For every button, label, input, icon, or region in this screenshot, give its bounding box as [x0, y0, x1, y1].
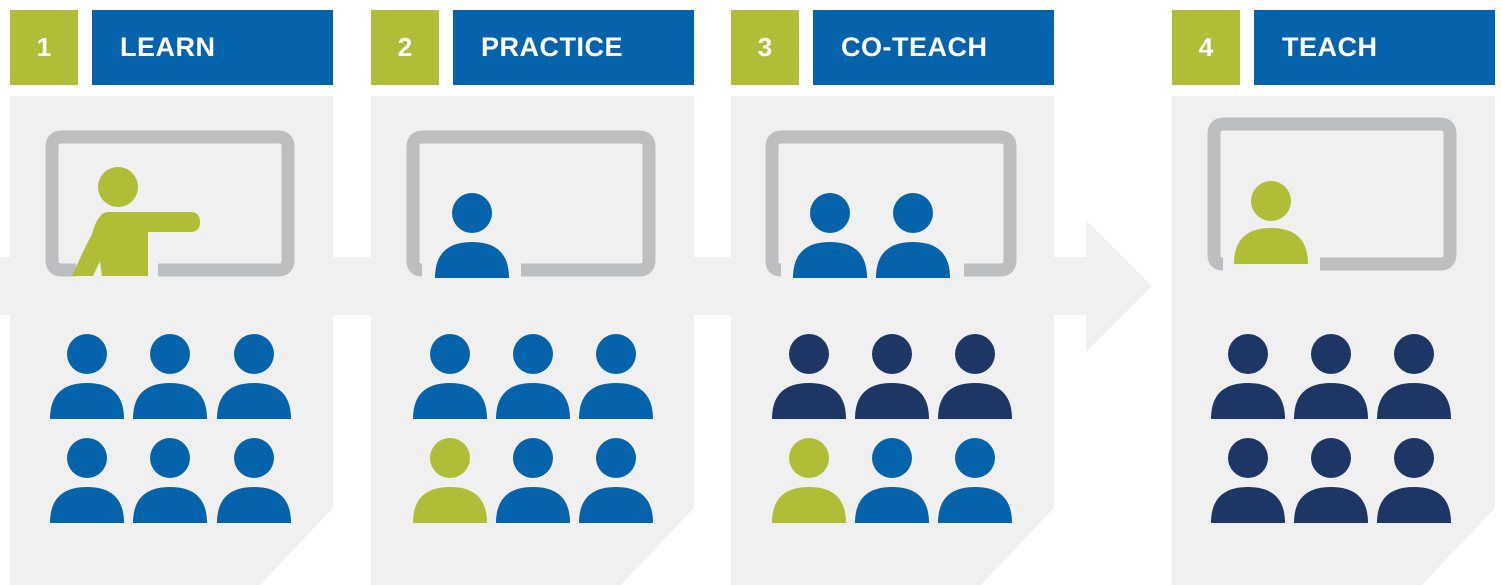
board-learn: [45, 130, 295, 277]
student-presenter-icon: [435, 193, 509, 278]
students-learn: [50, 334, 291, 523]
students-co-teach: [772, 334, 1012, 523]
step-3-number: 3: [731, 10, 799, 85]
step-3-label: CO-TEACH: [813, 10, 1054, 85]
students-teach: [1211, 334, 1451, 523]
step-4-label: TEACH: [1254, 10, 1495, 85]
co-presenters-icon: [793, 193, 950, 278]
board-co-teach: [765, 130, 1017, 277]
teacher-icon: [1234, 181, 1308, 264]
teacher-pointing-icon: [72, 167, 200, 276]
step-4-number: 4: [1172, 10, 1240, 85]
board-teach: [1207, 117, 1457, 271]
students-practice: [413, 334, 653, 523]
step-1-label: LEARN: [92, 10, 333, 85]
step-1-number: 1: [10, 10, 78, 85]
step-2-label: PRACTICE: [453, 10, 694, 85]
step-2-number: 2: [371, 10, 439, 85]
board-practice: [406, 130, 656, 277]
